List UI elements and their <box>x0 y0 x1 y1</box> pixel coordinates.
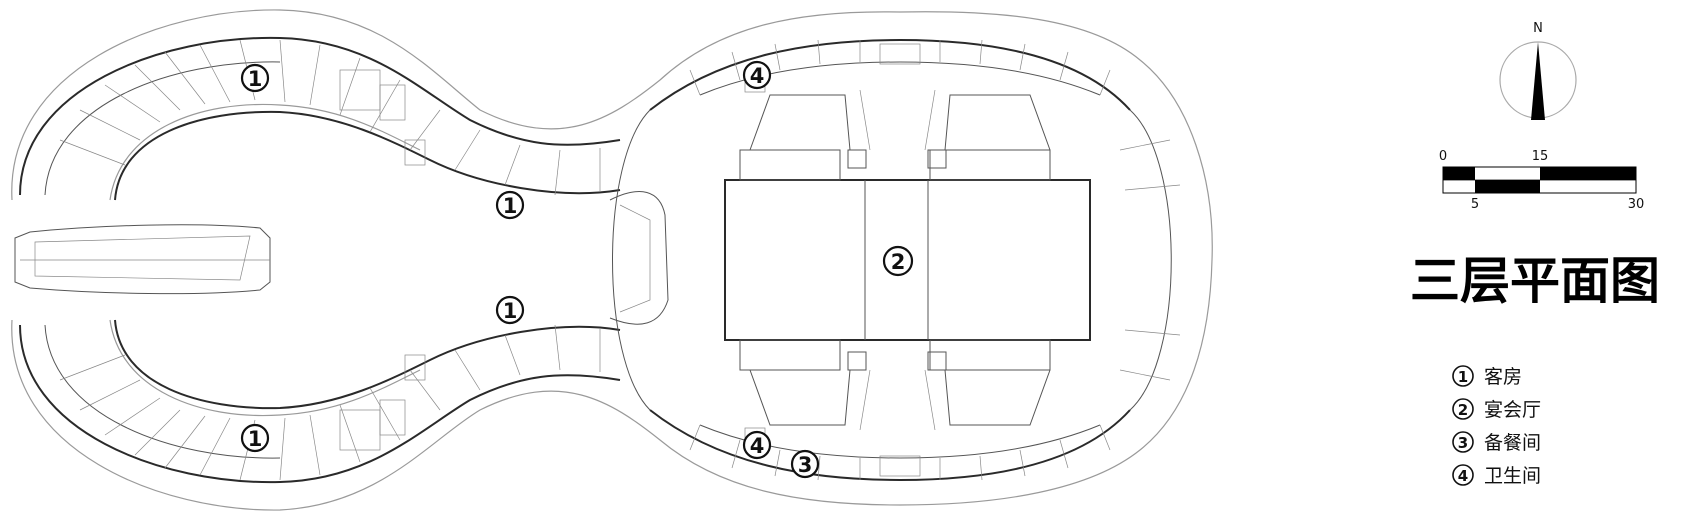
legend-label: 客房 <box>1484 366 1522 388</box>
north-arrow-icon <box>1531 42 1545 120</box>
legend-number: 4 <box>1458 467 1468 485</box>
room-marker: 1 <box>495 190 525 220</box>
legend-number: 2 <box>1458 401 1468 419</box>
legend-item: 1 客房 <box>1452 365 1522 388</box>
room-marker: 3 <box>790 449 820 479</box>
room-marker-number: 1 <box>503 299 518 323</box>
room-marker: 4 <box>742 60 772 90</box>
room-marker: 4 <box>742 430 772 460</box>
room-marker: 2 <box>882 245 914 277</box>
legend-label: 宴会厅 <box>1484 398 1541 421</box>
room-marker: 1 <box>240 423 270 453</box>
room-marker-number: 1 <box>248 427 263 451</box>
banquet-block <box>612 38 1181 482</box>
room-marker-number: 4 <box>750 64 765 88</box>
scale-label-0: 0 <box>1439 149 1447 164</box>
building-outline <box>11 9 1213 511</box>
legend-label: 卫生间 <box>1484 465 1541 487</box>
entrance-canopy <box>14 224 271 295</box>
scale-label-15: 15 <box>1532 149 1549 164</box>
room-marker-number: 4 <box>750 434 765 458</box>
room-marker: 1 <box>240 63 270 93</box>
room-marker: 1 <box>495 295 525 325</box>
drawing-title: 三层平面图 <box>1410 252 1660 310</box>
scale-label-30: 30 <box>1628 197 1645 212</box>
room-markers: 1 1 1 1 2 3 4 4 <box>240 60 914 479</box>
legend-number: 1 <box>1458 368 1468 386</box>
legend-label: 备餐间 <box>1484 432 1541 454</box>
room-marker-number: 2 <box>891 250 906 274</box>
legend-item: 3 备餐间 <box>1452 431 1541 454</box>
upper-left-wing <box>19 36 621 201</box>
room-marker-number: 1 <box>503 194 518 218</box>
legend-number: 3 <box>1458 434 1468 452</box>
legend-item: 2 宴会厅 <box>1452 398 1541 421</box>
scale-label-5: 5 <box>1471 197 1479 212</box>
north-arrow: N <box>1499 21 1577 120</box>
connector <box>609 191 669 325</box>
room-marker-number: 1 <box>248 67 263 91</box>
lower-left-wing <box>19 319 621 484</box>
legend: 1 客房 2 宴会厅 3 备餐间 4 卫生间 <box>1452 365 1541 487</box>
room-marker-number: 3 <box>798 453 813 477</box>
legend-item: 4 卫生间 <box>1452 464 1541 487</box>
north-label: N <box>1533 21 1543 36</box>
scale-bar: 0 15 5 30 <box>1439 149 1644 212</box>
